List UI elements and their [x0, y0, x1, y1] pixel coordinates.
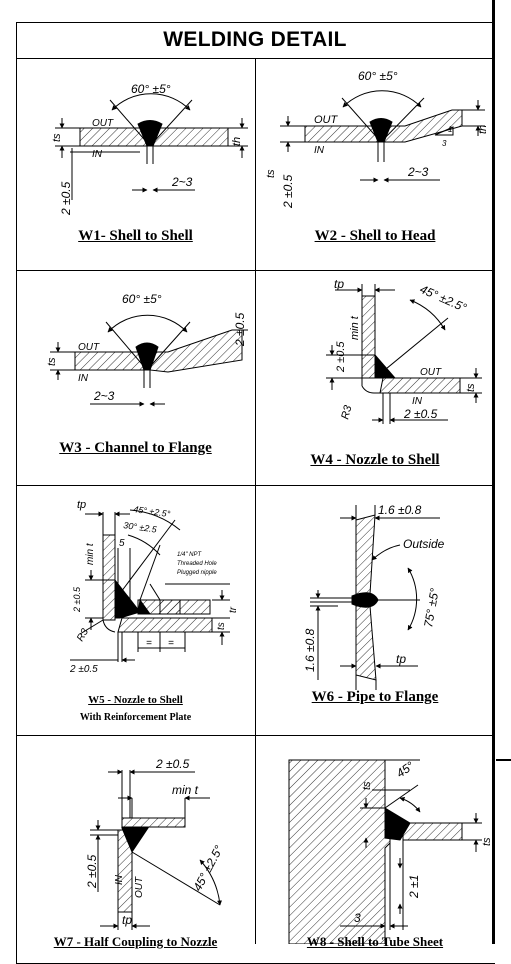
- w6-dim-left-label: 1.6 ±0.8: [303, 628, 317, 672]
- page-title: WELDING DETAIL: [163, 28, 347, 51]
- welding-drawings: 60° ±5° OUT IN ts th 2 ±0.5 2~3 60° ±5° …: [46, 69, 493, 944]
- w7-min-t-label: min t: [172, 783, 199, 797]
- w8-dim-3-label: 3: [354, 911, 361, 925]
- w7-in-label: IN: [114, 874, 125, 885]
- w7-tp-label: tp: [122, 913, 132, 927]
- w1-in-label: IN: [92, 149, 103, 160]
- w7-angle-label: 45° ±2.5°: [190, 843, 226, 893]
- w5-subcaption: With Reinforcement Plate: [79, 712, 192, 723]
- w8-drawing: [288, 759, 482, 944]
- w4-angle-label: 45° ±2.5°: [418, 282, 469, 315]
- w5-tp-label: tp: [77, 499, 86, 511]
- w5-angle-30-label: 30° ±2.5: [123, 520, 159, 535]
- w6-outside-label: Outside: [403, 537, 445, 551]
- w2-taper-1-label: 1: [448, 125, 452, 134]
- w1-root-gap-label: 2~3: [171, 175, 193, 189]
- w7-dim-top-label: 2 ±0.5: [155, 757, 190, 771]
- w8-ts-top-label: ts: [361, 781, 373, 790]
- w2-root-face-label: 2 ±0.5: [281, 174, 295, 209]
- column-divider: [255, 58, 256, 944]
- w5-eq-label-1: =: [146, 638, 152, 649]
- w2-in-label: IN: [314, 145, 325, 156]
- w5-tr-label: tr: [228, 606, 239, 613]
- frame-border: [492, 0, 495, 944]
- w1-th-label: th: [231, 137, 243, 146]
- w5-dim-2-label: 2 ±0.5: [72, 586, 82, 613]
- w2-out-label: OUT: [314, 114, 339, 126]
- w5-npt-line-1: 1/4" NPT: [177, 552, 202, 558]
- w2-root-gap-label: 2~3: [407, 165, 429, 179]
- w6-dim-top-label: 1.6 ±0.8: [378, 503, 422, 517]
- w8-dim-1-label: 2 ±1: [407, 875, 421, 899]
- w4-in-label: IN: [412, 396, 423, 407]
- w6-tp-label: tp: [396, 652, 406, 666]
- w4-dim-2-label: 2 ±0.5: [335, 341, 347, 373]
- w6-angle-label: 75° ±5°: [421, 587, 442, 629]
- w2-caption: W2 - Shell to Head: [314, 228, 436, 244]
- w5-eq-label-2: =: [168, 638, 174, 649]
- w2-drawing: [280, 90, 485, 183]
- w3-drawing: [50, 314, 248, 407]
- w1-drawing: [55, 93, 248, 200]
- w2-th-label: th: [477, 125, 489, 134]
- w7-caption: W7 - Half Coupling to Nozzle: [53, 934, 218, 949]
- welding-detail-sheet: WELDING DETAIL: [16, 0, 511, 964]
- w7-dim-left-label: 2 ±0.5: [85, 854, 99, 889]
- w8-angle-label: 45°: [394, 758, 417, 780]
- w4-radius-label: R3: [339, 403, 354, 421]
- w1-ts-label: ts: [51, 133, 63, 142]
- w4-tp-label: tp: [334, 277, 344, 291]
- w4-out-label: OUT: [420, 367, 442, 378]
- w4-dim-bottom-label: 2 ±0.5: [403, 407, 438, 421]
- w8-caption: W8 - Shell to Tube Sheet: [306, 934, 444, 949]
- w3-root-face-label: 2 ±0.5: [233, 312, 247, 347]
- w4-drawing: [326, 284, 482, 424]
- w4-caption: W4 - Nozzle to Shell: [310, 452, 440, 468]
- w4-ts-label: ts: [465, 383, 477, 392]
- w3-out-label: OUT: [78, 342, 100, 353]
- w3-ts-label: ts: [46, 357, 58, 366]
- w1-angle-label: 60° ±5°: [131, 82, 171, 96]
- frame-tick: [496, 759, 511, 761]
- w6-drawing: [310, 505, 440, 690]
- w5-dim-5-label: 5: [119, 538, 125, 549]
- w5-npt-line-3: Plugged nipple: [177, 570, 217, 576]
- w3-caption: W3 - Channel to Flange: [59, 440, 212, 456]
- w1-caption: W1- Shell to Shell: [78, 228, 193, 244]
- w5-caption: W5 - Nozzle to Shell: [88, 694, 183, 706]
- w5-dim-bottom-label: 2 ±0.5: [69, 664, 98, 675]
- w8-ts-right-label: ts: [481, 837, 493, 846]
- w6-caption: W6 - Pipe to Flange: [311, 689, 439, 705]
- w3-root-gap-label: 2~3: [93, 389, 115, 403]
- w3-in-label: IN: [78, 373, 89, 384]
- w4-min-t-label: min t: [349, 315, 361, 340]
- w5-angle-45-label: 45° ±2.5°: [133, 504, 172, 519]
- w7-out-label: OUT: [134, 876, 145, 898]
- w5-drawing: [70, 509, 230, 663]
- w5-npt-line-2: Threaded Hole: [177, 561, 217, 567]
- w5-ts-label: ts: [216, 622, 227, 630]
- w2-angle-label: 60° ±5°: [358, 69, 398, 83]
- w2-ts-label: ts: [265, 169, 277, 178]
- w1-out-label: OUT: [92, 118, 114, 129]
- w5-min-t-label: min t: [85, 542, 96, 565]
- w7-drawing: [90, 769, 223, 930]
- w2-taper-3-label: 3: [442, 139, 447, 148]
- w1-root-face-label: 2 ±0.5: [59, 181, 73, 216]
- w3-angle-label: 60° ±5°: [122, 292, 162, 306]
